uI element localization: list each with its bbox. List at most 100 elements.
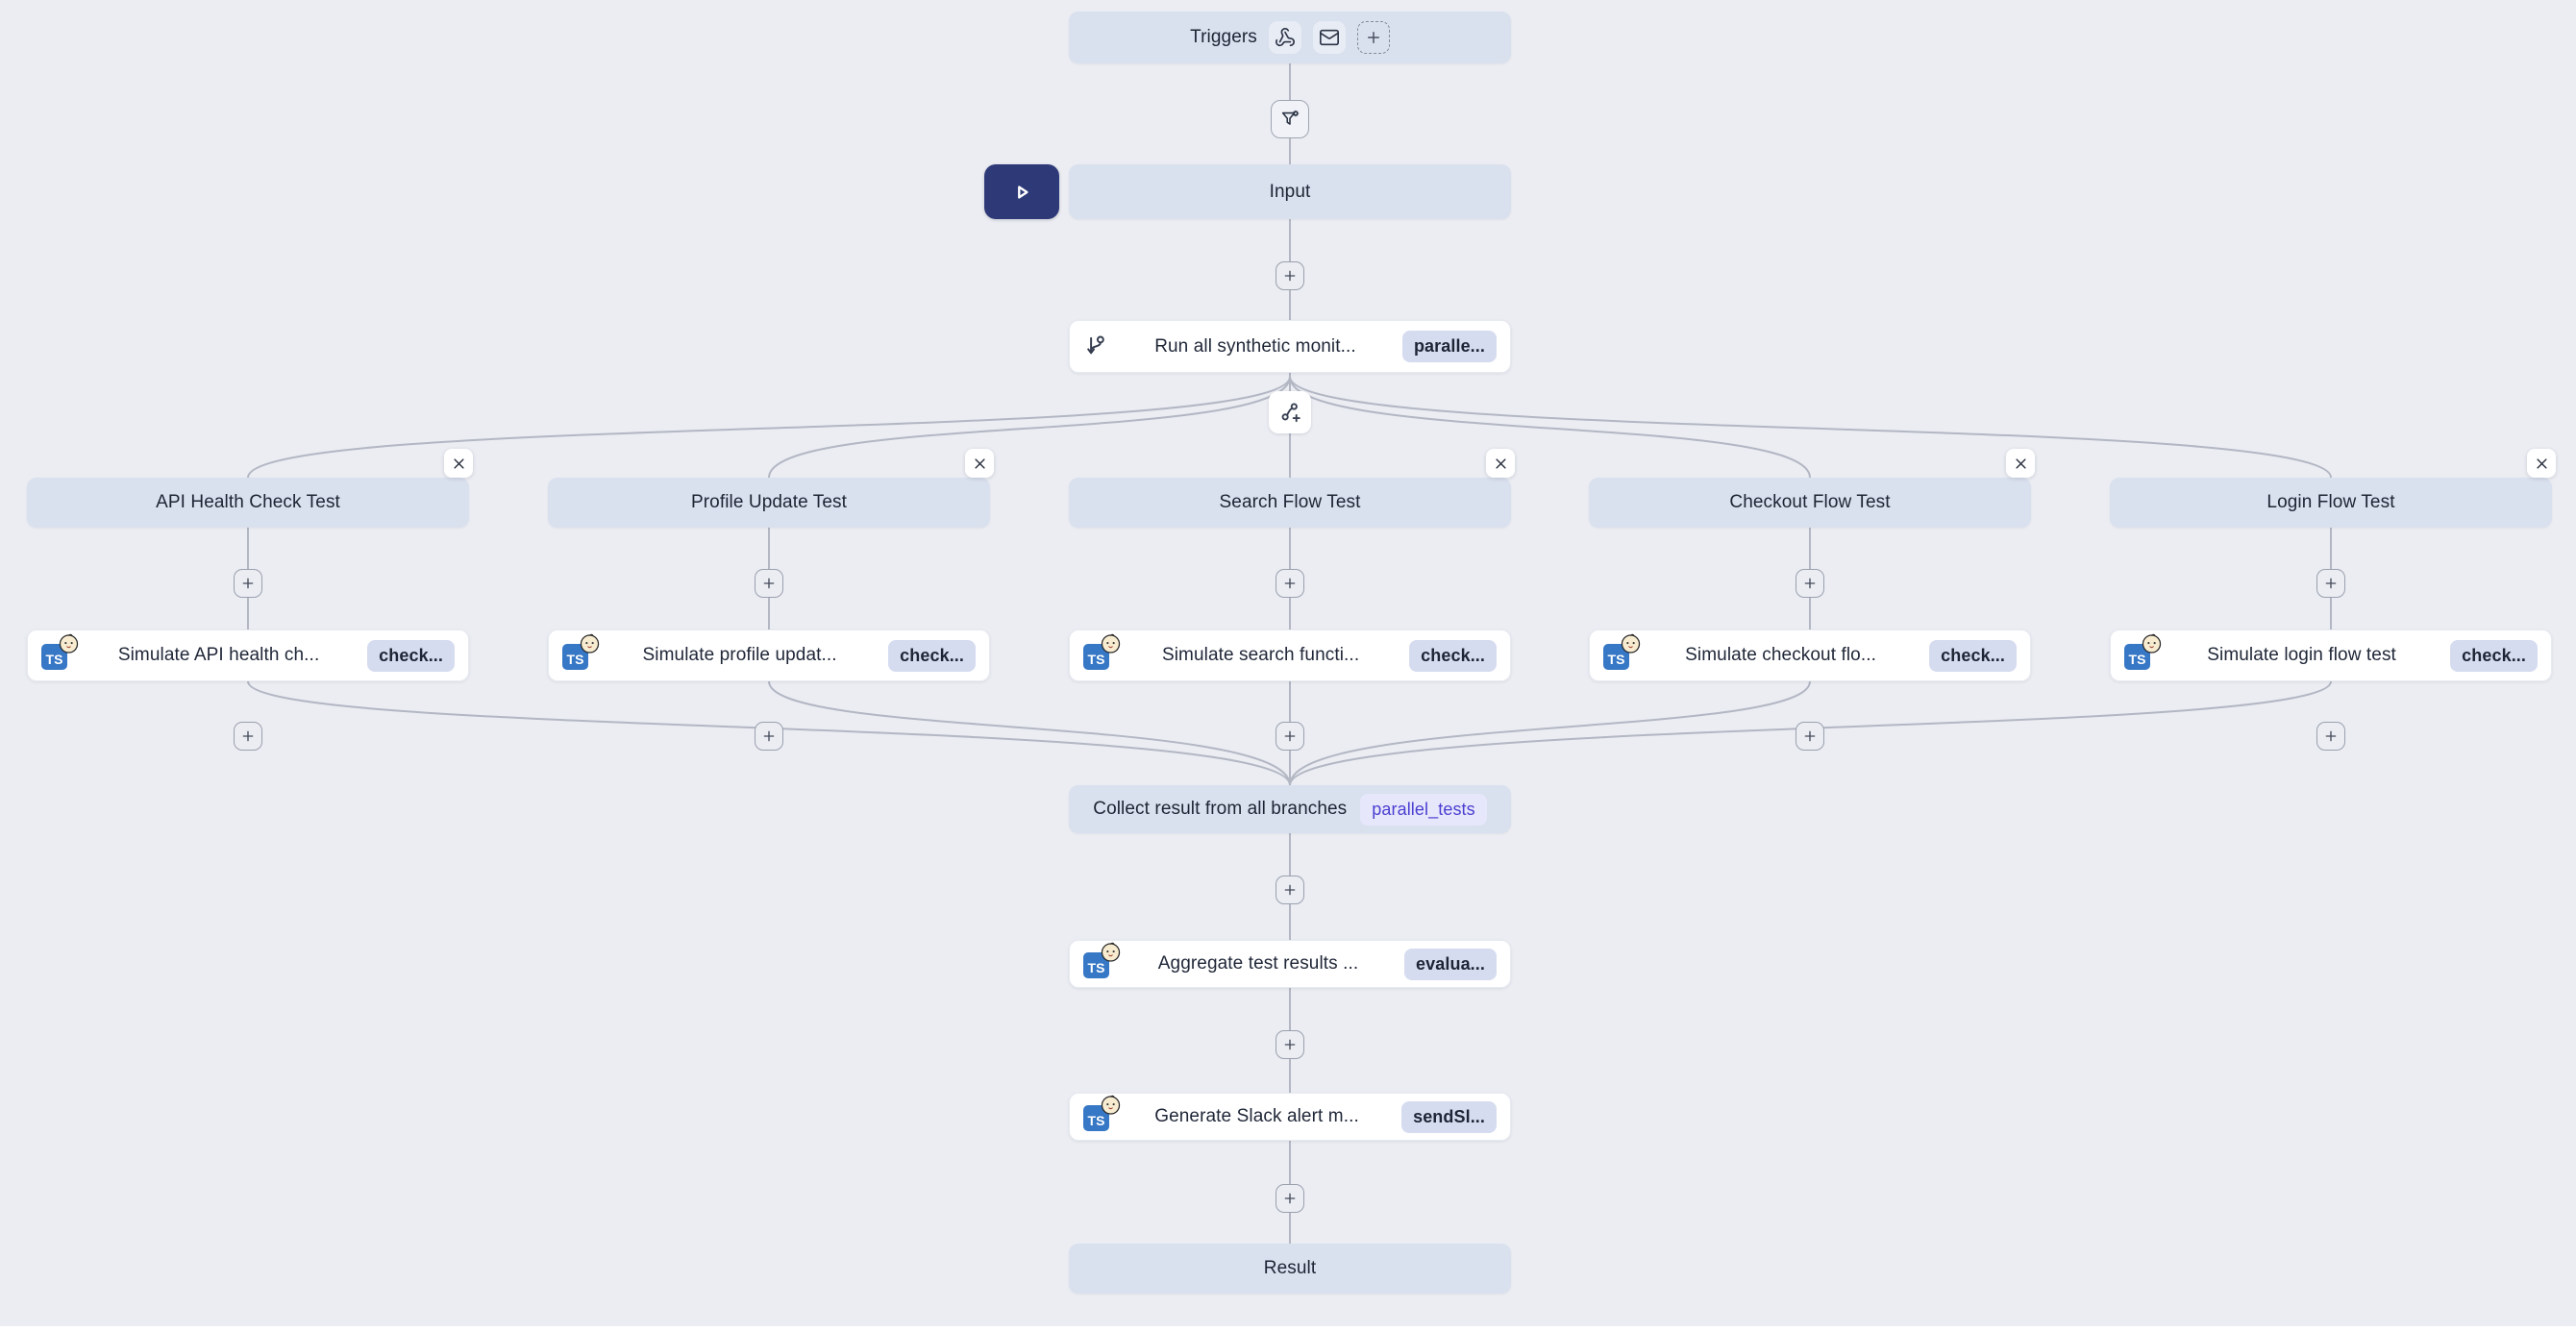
step-title: Simulate profile updat... bbox=[642, 645, 837, 665]
branch-name: Checkout Flow Test bbox=[1729, 492, 1891, 512]
run-workflow-button[interactable] bbox=[984, 164, 1059, 219]
step-badge: check... bbox=[1409, 639, 1497, 672]
branch-step[interactable]: TS Simulate login flow test check... bbox=[2110, 629, 2552, 681]
add-branch-button[interactable] bbox=[1269, 391, 1311, 433]
plus-icon bbox=[1284, 1039, 1296, 1050]
typescript-icon: TS bbox=[2124, 633, 2162, 670]
remove-branch-button[interactable] bbox=[2527, 449, 2556, 478]
baby-emoji-icon bbox=[1101, 942, 1121, 962]
canvas-bottom-edge bbox=[0, 1326, 2576, 1332]
slack-alert-step[interactable]: TS Generate Slack alert m... sendSl... bbox=[1069, 1093, 1511, 1141]
branch-header[interactable]: API Health Check Test bbox=[27, 478, 469, 528]
step-title: Simulate checkout flo... bbox=[1685, 645, 1876, 665]
close-icon bbox=[2536, 457, 2547, 469]
step-badge: evalua... bbox=[1404, 948, 1497, 980]
baby-emoji-icon bbox=[1621, 633, 1641, 654]
step-badge: check... bbox=[1929, 639, 2017, 672]
plus-icon bbox=[763, 730, 775, 742]
triggers-label: Triggers bbox=[1190, 27, 1257, 47]
plus-icon bbox=[1284, 1193, 1296, 1204]
plus-icon bbox=[1284, 730, 1296, 742]
add-step-button[interactable] bbox=[1276, 569, 1304, 598]
add-step-button[interactable] bbox=[234, 722, 262, 751]
remove-branch-button[interactable] bbox=[2006, 449, 2035, 478]
collect-results-node[interactable]: Collect result from all branches paralle… bbox=[1069, 785, 1511, 833]
add-step-button[interactable] bbox=[755, 569, 783, 598]
step-title: Simulate login flow test bbox=[2207, 645, 2396, 665]
step-title: Run all synthetic monit... bbox=[1154, 335, 1356, 357]
branch-name: API Health Check Test bbox=[156, 492, 340, 512]
branch-checkout-flow: Checkout Flow Test TS Simulate checkout … bbox=[1589, 0, 2035, 1332]
branch-profile-update: Profile Update Test TS Simulate profile … bbox=[548, 0, 994, 1332]
branch-header[interactable]: Login Flow Test bbox=[2110, 478, 2552, 528]
step-title: Simulate API health ch... bbox=[117, 645, 320, 665]
aggregate-results-step[interactable]: TS Aggregate test results ... evalua... bbox=[1069, 940, 1511, 988]
webhook-icon[interactable] bbox=[1268, 21, 1301, 54]
branch-header[interactable]: Checkout Flow Test bbox=[1589, 478, 2031, 528]
step-badge: paralle... bbox=[1401, 331, 1497, 362]
add-step-button[interactable] bbox=[1276, 1030, 1304, 1059]
add-step-button[interactable] bbox=[234, 569, 262, 598]
baby-emoji-icon bbox=[1101, 1095, 1121, 1115]
step-badge: check... bbox=[367, 639, 455, 672]
triggers-node[interactable]: Triggers bbox=[1069, 12, 1511, 63]
close-icon bbox=[2015, 457, 2026, 469]
collect-badge: parallel_tests bbox=[1360, 793, 1487, 826]
step-title: Aggregate test results ... bbox=[1157, 953, 1359, 974]
add-step-button[interactable] bbox=[755, 722, 783, 751]
remove-branch-button[interactable] bbox=[1486, 449, 1515, 478]
step-title: Generate Slack alert m... bbox=[1154, 1106, 1359, 1126]
add-step-button[interactable] bbox=[1276, 1184, 1304, 1213]
plus-icon bbox=[1284, 270, 1296, 282]
branch-header[interactable]: Search Flow Test bbox=[1069, 478, 1511, 528]
typescript-icon: TS bbox=[41, 633, 79, 670]
branch-name: Login Flow Test bbox=[2266, 492, 2395, 512]
add-step-button[interactable] bbox=[1276, 876, 1304, 904]
plus-icon bbox=[242, 730, 254, 742]
plus-icon bbox=[242, 578, 254, 589]
play-icon bbox=[1018, 185, 1028, 199]
typescript-icon: TS bbox=[562, 633, 600, 670]
branch-step[interactable]: TS Simulate search functi... check... bbox=[1069, 629, 1511, 681]
plus-icon bbox=[1284, 578, 1296, 589]
collect-title: Collect result from all branches bbox=[1093, 799, 1348, 819]
typescript-icon: TS bbox=[1083, 942, 1121, 978]
step-badge: check... bbox=[888, 639, 976, 672]
plus-icon bbox=[1804, 578, 1816, 589]
add-trigger-button[interactable] bbox=[1356, 21, 1390, 54]
mail-icon[interactable] bbox=[1312, 21, 1346, 54]
run-synthetic-step[interactable]: Run all synthetic monit... paralle... bbox=[1069, 320, 1511, 373]
add-step-button[interactable] bbox=[1796, 722, 1824, 751]
typescript-icon: TS bbox=[1083, 633, 1121, 670]
step-badge: sendSl... bbox=[1401, 1100, 1497, 1133]
branch-step[interactable]: TS Simulate profile updat... check... bbox=[548, 629, 990, 681]
branch-name: Profile Update Test bbox=[690, 492, 848, 512]
add-step-button[interactable] bbox=[1276, 722, 1304, 751]
remove-branch-button[interactable] bbox=[444, 449, 473, 478]
step-title: Simulate search functi... bbox=[1161, 645, 1360, 665]
add-step-button[interactable] bbox=[2316, 569, 2345, 598]
plus-icon bbox=[2325, 578, 2337, 589]
branch-header[interactable]: Profile Update Test bbox=[548, 478, 990, 528]
plus-icon bbox=[1284, 884, 1296, 896]
split-branch-plus-icon bbox=[1281, 403, 1300, 423]
close-icon bbox=[974, 457, 985, 469]
branch-step[interactable]: TS Simulate API health ch... check... bbox=[27, 629, 469, 681]
close-icon bbox=[1495, 457, 1506, 469]
branch-login-flow: Login Flow Test TS Simulate login flow t… bbox=[2110, 0, 2556, 1332]
baby-emoji-icon bbox=[2142, 633, 2162, 654]
trigger-filter-button[interactable] bbox=[1271, 100, 1309, 138]
typescript-icon: TS bbox=[1603, 633, 1641, 670]
add-step-button[interactable] bbox=[2316, 722, 2345, 751]
branch-step[interactable]: TS Simulate checkout flo... check... bbox=[1589, 629, 2031, 681]
remove-branch-button[interactable] bbox=[965, 449, 994, 478]
add-step-button[interactable] bbox=[1276, 261, 1304, 290]
filter-settings-icon bbox=[1281, 110, 1300, 125]
input-node[interactable]: Input bbox=[1069, 164, 1511, 219]
branch-search-flow: Search Flow Test TS Simulate search func… bbox=[1069, 0, 1515, 1332]
baby-emoji-icon bbox=[580, 633, 600, 654]
baby-emoji-icon bbox=[1101, 633, 1121, 654]
add-step-button[interactable] bbox=[1796, 569, 1824, 598]
result-node[interactable]: Result bbox=[1069, 1244, 1511, 1294]
